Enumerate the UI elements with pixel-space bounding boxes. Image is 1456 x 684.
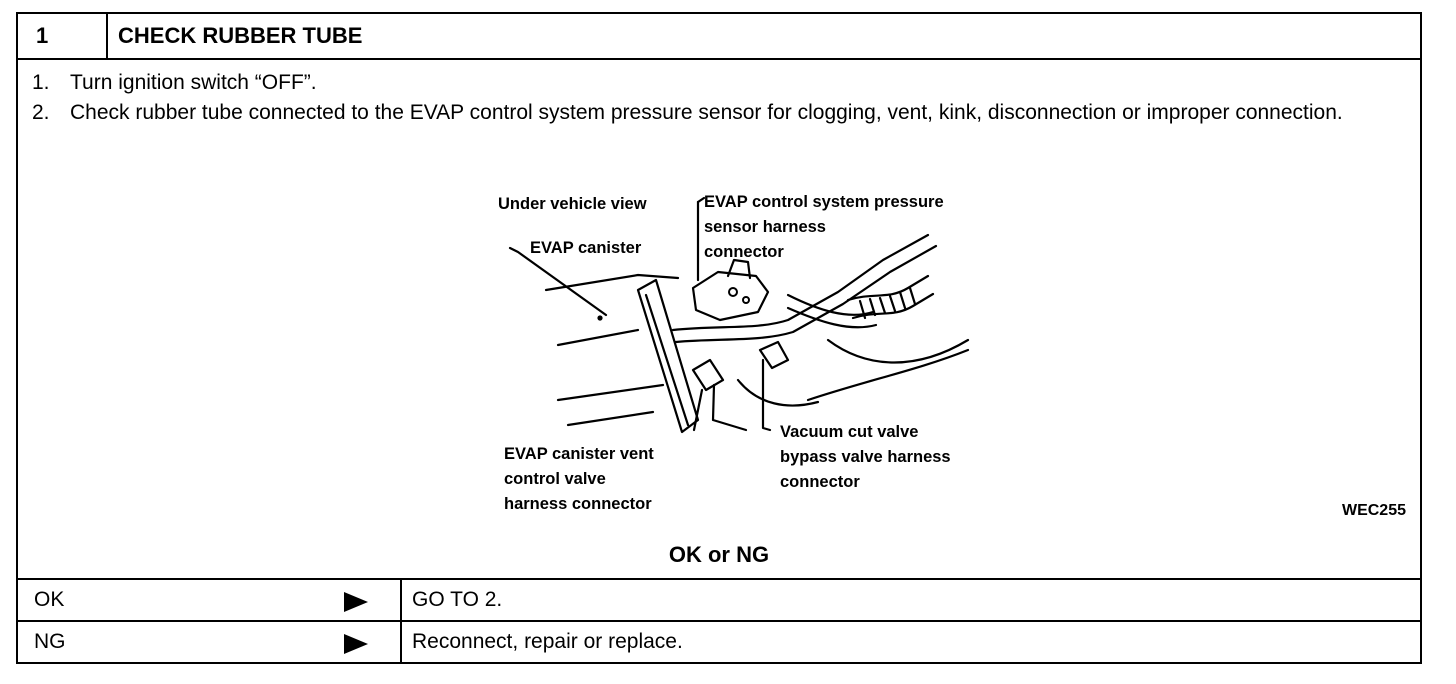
result-label: OK [34,588,65,611]
label-under-vehicle-view: Under vehicle view [498,195,647,213]
step-text: Turn ignition switch “OFF”. [70,71,317,94]
column-divider [400,622,402,662]
arrow-right-icon [344,592,368,612]
step-number: 1 [18,14,108,58]
result-action: Reconnect, repair or replace. [412,630,683,653]
label-vent-valve-3: harness connector [504,495,652,513]
component-illustration: Under vehicle view EVAP canister EVAP co… [488,180,988,520]
result-action: GO TO 2. [412,588,503,611]
step-num: 2. [32,101,50,124]
result-row-ng: NG Reconnect, repair or replace. [18,620,1420,662]
arrow-right-icon [344,634,368,654]
label-evap-canister: EVAP canister [530,239,642,257]
result-label: NG [34,630,66,653]
label-pressure-sensor-1: EVAP control system pressure [704,193,944,211]
figure-id: WEC255 [1341,502,1406,519]
label-pressure-sensor-3: connector [704,243,784,261]
step-header: 1 CHECK RUBBER TUBE [18,14,1420,60]
label-cut-valve-2: bypass valve harness [780,448,951,466]
label-vent-valve-2: control valve [504,470,606,488]
step-title: CHECK RUBBER TUBE [118,23,363,48]
label-cut-valve-1: Vacuum cut valve [780,423,919,441]
column-divider [400,580,402,620]
result-row-ok: OK GO TO 2. [18,578,1420,620]
step-num: 1. [32,71,50,94]
label-vent-valve-1: EVAP canister vent [504,445,654,463]
instruction-list: 1. Turn ignition switch “OFF”. 2. Check … [32,68,1402,128]
instruction-step: 2. Check rubber tube connected to the EV… [32,98,1402,128]
under-vehicle-drawing [508,196,970,434]
step-text: Check rubber tube connected to the EVAP … [70,101,1343,124]
procedure-table: 1 CHECK RUBBER TUBE 1. Turn ignition swi… [16,12,1422,664]
label-cut-valve-3: connector [780,473,860,491]
label-pressure-sensor-2: sensor harness [704,218,826,236]
decision-heading: OK or NG [668,542,770,567]
instruction-step: 1. Turn ignition switch “OFF”. [32,68,1402,98]
